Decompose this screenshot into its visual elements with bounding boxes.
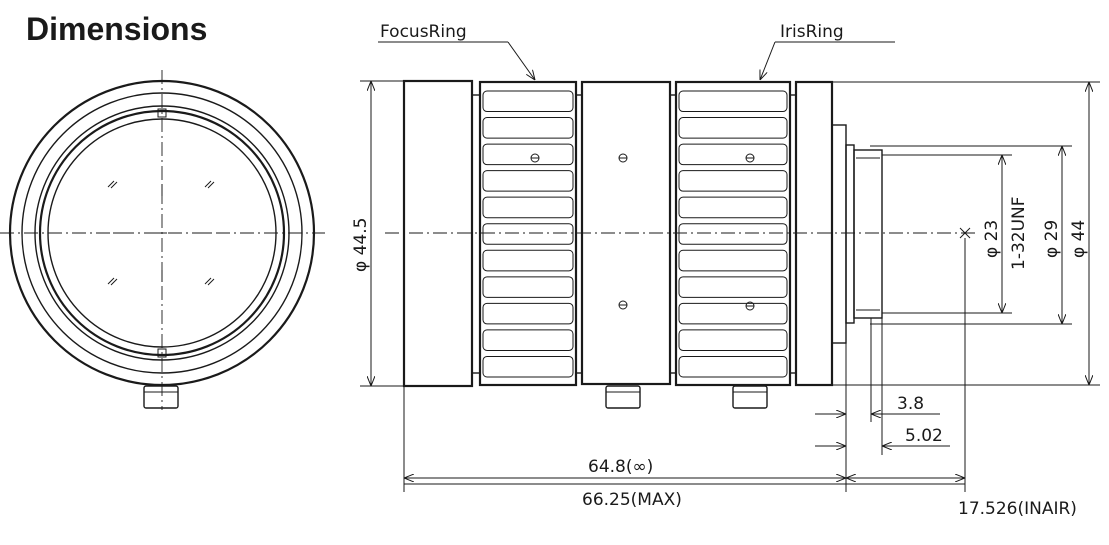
knurl-rib: [678, 196, 788, 219]
knurl-rib: [678, 90, 788, 113]
iris-lock-screw: [732, 385, 768, 409]
dim-3-8: 3.8: [815, 394, 940, 414]
knurl-rib: [678, 302, 788, 325]
dim-length-inf: 64.8(∞): [404, 457, 846, 478]
dim-5-02-label: 5.02: [905, 426, 943, 446]
knurl-rib: [482, 302, 574, 325]
dim-length-max: 66.25(MAX): [404, 483, 965, 510]
focus-lock-screw: [605, 385, 641, 409]
knurl-rib: [482, 143, 574, 166]
knurl-rib: [482, 249, 574, 272]
dim-inner-29: φ 29: [870, 145, 1072, 325]
knurl-rib: [482, 170, 574, 192]
knurl-rib: [678, 143, 788, 166]
knurl-rib: [482, 355, 574, 378]
inner-29-label: φ 29: [1042, 220, 1062, 258]
inner-23-label: φ 23: [982, 220, 1002, 258]
knurl-rib: [482, 276, 574, 298]
focus-ring: [478, 80, 578, 387]
front-barrel: [402, 79, 474, 388]
dim-5-02: 5.02: [815, 426, 950, 446]
length-inf-label: 64.8(∞): [588, 457, 653, 477]
knurl-rib: [678, 117, 788, 139]
mount-thread-label: 1-32UNF: [1009, 196, 1029, 270]
front-set-screw: [143, 385, 179, 409]
knurl-rib: [482, 196, 574, 219]
iris-ring: [674, 80, 792, 387]
dim-flange-back: 17.526(INAIR): [846, 478, 1077, 519]
callout-iris-ring: IrisRing: [760, 22, 895, 80]
knurl-rib: [482, 223, 574, 245]
focus-ring-label: FocusRing: [380, 22, 467, 42]
length-max-label: 66.25(MAX): [582, 490, 682, 510]
front-outer-ring: [8, 79, 316, 387]
knurl-rib: [678, 170, 788, 192]
dim-inner-23: φ 23 1-32UNF: [882, 154, 1029, 314]
knurl-rib: [678, 249, 788, 272]
knurl-rib: [678, 276, 788, 298]
c-mount: [853, 149, 883, 319]
dim-3-8-label: 3.8: [897, 394, 924, 414]
drawing-title: Dimensions: [26, 11, 207, 47]
image-plane-mark: [959, 227, 971, 239]
front-diameter-label: φ 44.5: [351, 218, 371, 272]
dim-front-diameter: φ 44.5: [351, 80, 404, 387]
knurl-rib: [482, 90, 574, 113]
knurl-rib: [678, 223, 788, 245]
front-view: [0, 70, 325, 410]
knurl-rib: [482, 329, 574, 351]
knurl-rib: [678, 329, 788, 351]
knurl-rib: [482, 117, 574, 139]
outer-44-label: φ 44: [1069, 220, 1089, 258]
callout-focus-ring: FocusRing: [378, 22, 535, 80]
side-view: [385, 79, 975, 409]
front-glass: [47, 118, 277, 348]
dim-outer-44: φ 44: [832, 81, 1100, 386]
rear-barrel: [794, 80, 834, 387]
knurl-rib: [678, 355, 788, 378]
flange-back-label: 17.526(INAIR): [958, 499, 1077, 519]
iris-ring-label: IrisRing: [780, 22, 844, 42]
